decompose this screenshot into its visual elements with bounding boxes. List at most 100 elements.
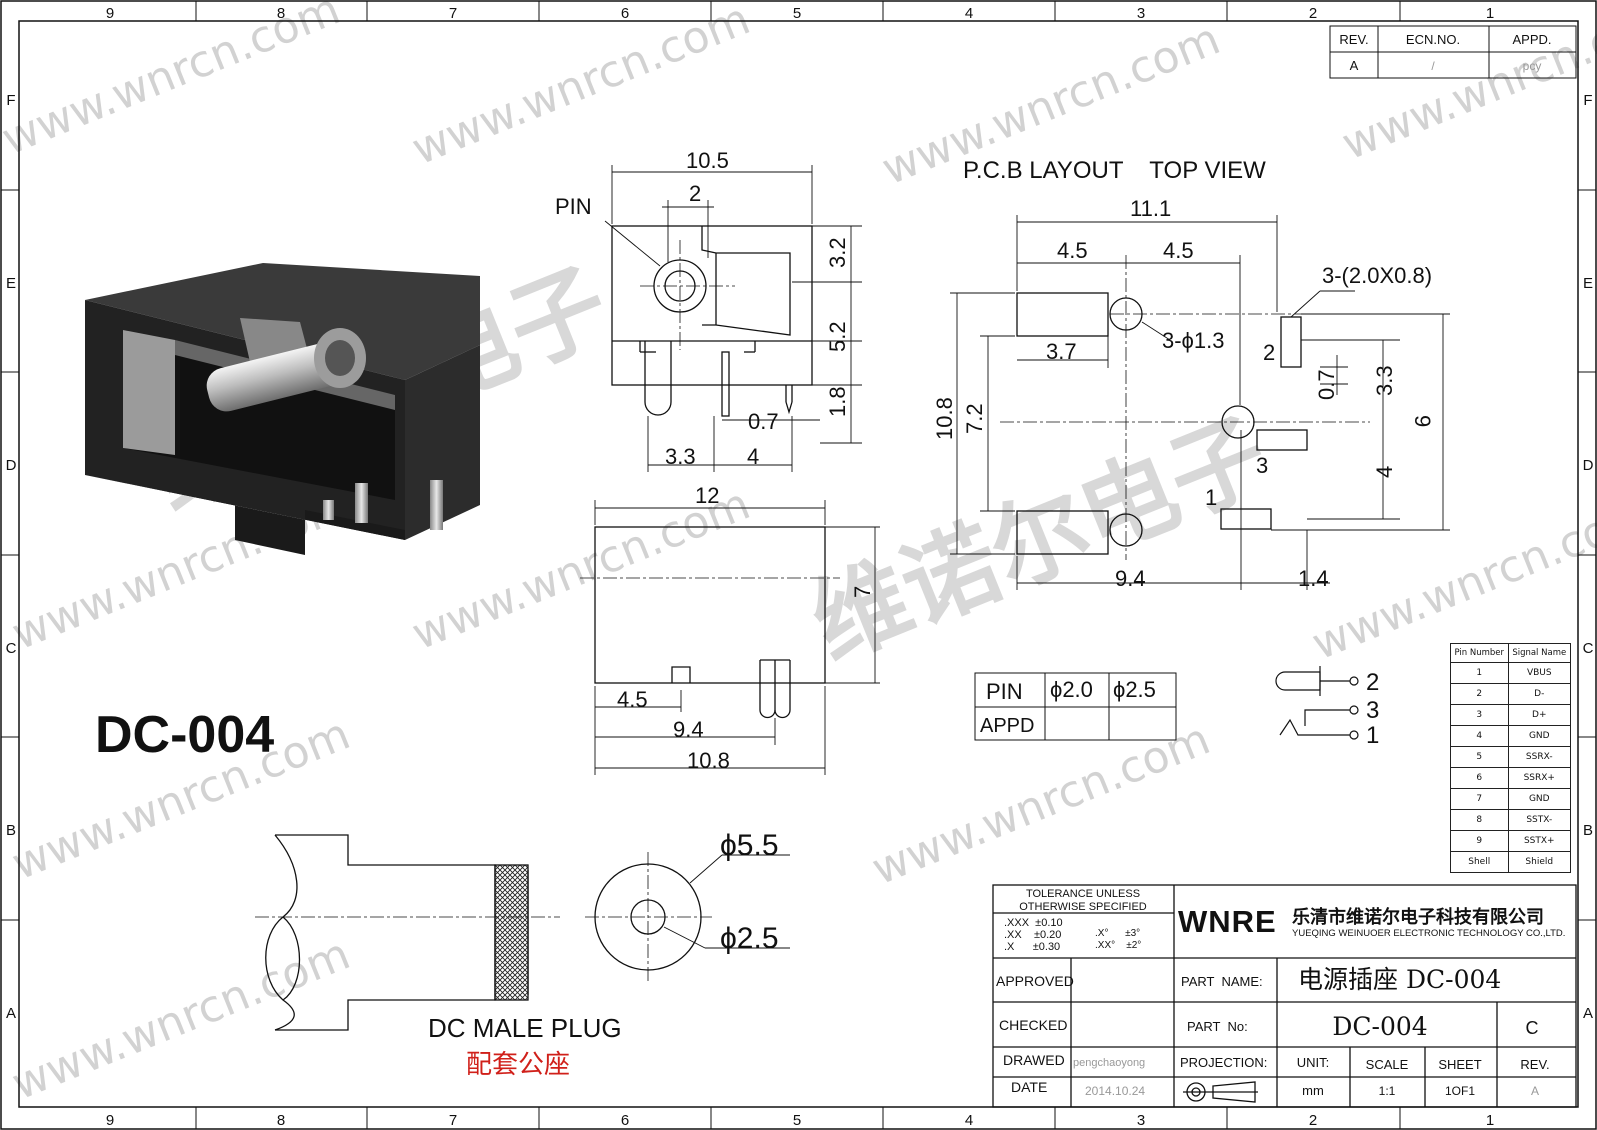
- front-view-labels: 10.5 2 PIN 3.2 5.2 1.8 0.7 3.3 4: [555, 148, 850, 469]
- dim-label: 10.5: [686, 148, 729, 173]
- plug-title: DC MALE PLUG: [428, 1013, 622, 1043]
- dim-label: 7: [850, 586, 875, 598]
- dim-label: 1.4: [1298, 566, 1329, 591]
- drawed-value: pengchaoyong: [1073, 1057, 1145, 1069]
- title-block-text: TOLERANCE UNLESS OTHERWISE SPECIFIED .XX…: [996, 888, 1565, 1098]
- dim-label: 4.5: [1163, 238, 1194, 263]
- rev-label: REV.: [1520, 1057, 1549, 1072]
- schematic-pin-label: 2: [1366, 669, 1379, 696]
- zone-label: 1: [1486, 1112, 1494, 1129]
- dim-label: 1: [1205, 485, 1217, 510]
- pin-number: 9: [1450, 830, 1509, 852]
- dim-label: 2: [689, 181, 701, 206]
- tolerance-value: .XXX ±0.10: [1004, 917, 1063, 929]
- pin-number: 4: [1450, 725, 1509, 747]
- plug-leaders: [663, 854, 790, 949]
- pin-number: 1: [1450, 662, 1509, 684]
- projection-label: PROJECTION:: [1180, 1055, 1267, 1070]
- plug-subtitle: 配套公座: [466, 1050, 570, 1080]
- zone-label: 6: [621, 1112, 629, 1129]
- zone-label: 5: [793, 5, 801, 22]
- plug-labels: ϕ5.5 ϕ2.5: [720, 829, 779, 955]
- tolerance-value: .XX ±0.20: [1004, 929, 1061, 941]
- dim-label: 3.3: [665, 444, 696, 469]
- zone-label: F: [1583, 92, 1592, 109]
- zone-label: 9: [106, 1112, 114, 1129]
- signal-name-header: Signal Name: [1507, 643, 1572, 663]
- pin-number: Shell: [1450, 851, 1509, 873]
- watermark-text: www.wnrcn.com: [0, 0, 347, 165]
- dim-label: 4.5: [617, 687, 648, 712]
- signal-name: GND: [1507, 725, 1572, 747]
- zone-label: E: [6, 275, 16, 292]
- dim-label: 4: [1372, 466, 1397, 478]
- zone-label: 5: [793, 1112, 801, 1129]
- tolerance-value: .XX° ±2°: [1095, 940, 1141, 951]
- pcb-dimensions: [950, 215, 1450, 590]
- jack-schematic-labels: 2 3 1: [1366, 669, 1379, 749]
- dim-label: 4.5: [1057, 238, 1088, 263]
- front-view: [611, 225, 813, 417]
- zone-label: 6: [621, 5, 629, 22]
- rev-value: A: [1531, 1084, 1539, 1098]
- signal-name: SSRX-: [1507, 746, 1572, 768]
- pin-number: 6: [1450, 767, 1509, 789]
- title-block: [992, 884, 1577, 1108]
- zone-label: 4: [965, 1112, 973, 1129]
- front-view-center-lines: [640, 240, 735, 350]
- plug-center-lines: [255, 852, 712, 982]
- date-value: 2014.10.24: [1085, 1084, 1145, 1098]
- dim-label: 4: [747, 444, 759, 469]
- dim-label: 0.7: [748, 409, 779, 434]
- jack-schematic: [1275, 666, 1359, 740]
- ecn-header: ECN.NO.: [1406, 32, 1460, 47]
- scale-label: SCALE: [1366, 1057, 1409, 1072]
- revision-block: REV. ECN.NO. APPD. A / pcy: [1329, 25, 1577, 79]
- sheet-label: SHEET: [1438, 1057, 1481, 1072]
- zone-label: C: [1583, 640, 1594, 657]
- dim-label: 2: [1263, 340, 1275, 365]
- pin-spec-cell: PIN: [986, 679, 1023, 704]
- pin-spec-cell: ϕ2.0: [1050, 677, 1093, 702]
- signal-name: VBUS: [1507, 662, 1572, 684]
- dim-label: 3-(2.0X0.8): [1322, 263, 1432, 288]
- dim-label: 1.8: [825, 386, 850, 417]
- appd-header: APPD.: [1512, 32, 1551, 47]
- unit-label: UNIT:: [1297, 1055, 1330, 1070]
- drawed-label: DRAWED: [1003, 1052, 1065, 1068]
- watermark-text: www.wnrcn.com: [865, 713, 1217, 895]
- pin-spec-cell: ϕ2.5: [1113, 677, 1156, 702]
- pin-number: 2: [1450, 683, 1509, 705]
- zone-label: 2: [1309, 1112, 1317, 1129]
- pin-number: 7: [1450, 788, 1509, 810]
- pin-number: 5: [1450, 746, 1509, 768]
- zone-label: 8: [277, 1112, 285, 1129]
- zone-label: D: [1583, 457, 1594, 474]
- pin-callout: PIN: [555, 194, 592, 219]
- signal-table-header: Pin Number Signal Name: [1450, 643, 1572, 663]
- zone-label: 1: [1486, 5, 1494, 22]
- dim-label: 11.1: [1130, 196, 1171, 221]
- front-view-dimensions: [604, 165, 862, 472]
- watermark-cn-text: 维诺尔电子: [797, 398, 1284, 682]
- dim-label: 12: [695, 483, 719, 508]
- tolerance-value: .X° ±3°: [1095, 928, 1140, 939]
- dim-label: 3.3: [1372, 365, 1397, 396]
- zone-label: E: [1583, 275, 1593, 292]
- ecn-value: /: [1431, 59, 1435, 73]
- signal-name: D-: [1507, 683, 1572, 705]
- pin-number-header: Pin Number: [1450, 643, 1509, 663]
- pin-number: 3: [1450, 704, 1509, 726]
- signal-name: GND: [1507, 788, 1572, 810]
- approved-label: APPROVED: [996, 973, 1074, 989]
- tolerance-value: .X ±0.30: [1004, 941, 1060, 953]
- zone-label: 3: [1137, 1112, 1145, 1129]
- dim-label: 10.8: [687, 748, 730, 773]
